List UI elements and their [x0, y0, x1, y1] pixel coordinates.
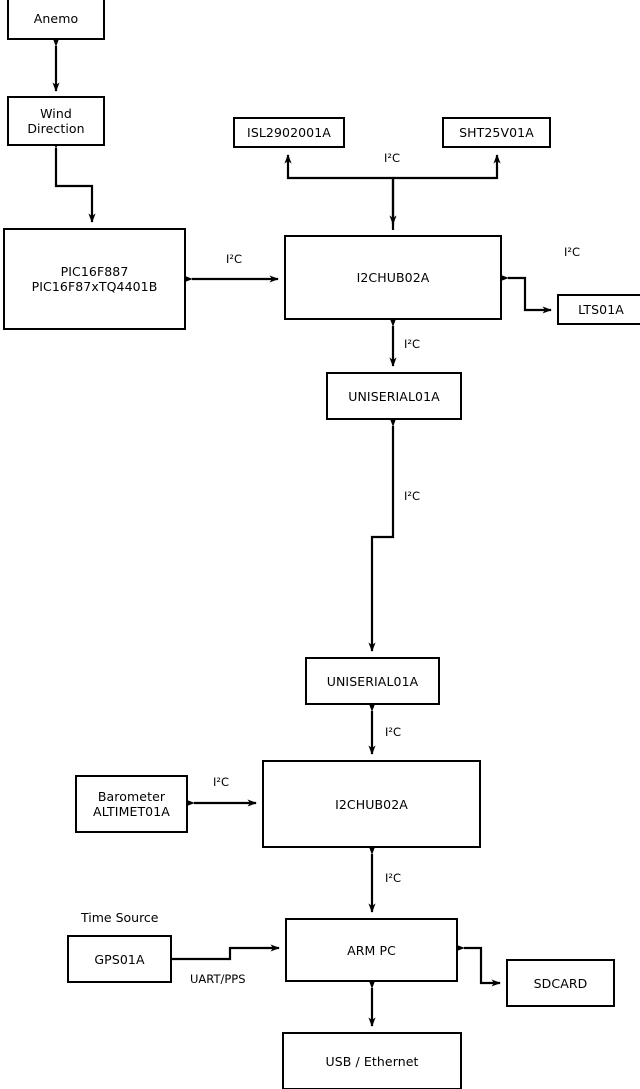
- wire-winddirection-pic: [52, 139, 96, 223]
- edge-label-hub-to-sensors: I²C: [384, 151, 401, 165]
- wire-uniserial-link: [368, 417, 397, 652]
- node-i2chub02a-bottom[interactable]: I2CHUB02A: [262, 760, 481, 848]
- node-lts01a-label: LTS01A: [578, 302, 624, 317]
- node-arm-pc[interactable]: ARM PC: [285, 918, 458, 982]
- edge-label-uniserial-link: I²C: [404, 489, 421, 503]
- node-uniserial01a-top[interactable]: UNISERIAL01A: [326, 372, 462, 420]
- node-sht25v01a[interactable]: SHT25V01A: [442, 117, 551, 148]
- node-usb-ethernet-label: USB / Ethernet: [325, 1053, 419, 1069]
- node-pic16f887[interactable]: PIC16F887 PIC16F87xTQ4401B: [3, 228, 186, 330]
- node-isl2902001a-label: ISL2902001A: [247, 125, 331, 140]
- edge-label-pic-to-hub: I²C: [226, 252, 243, 266]
- edge-label-hub-bottom-to-arm: I²C: [385, 871, 402, 885]
- node-usb-ethernet[interactable]: USB / Ethernet: [282, 1032, 462, 1089]
- node-barometer-altimet01a-label: Barometer ALTIMET01A: [93, 789, 170, 819]
- wire-gps-armpc: [172, 944, 280, 961]
- wire-hubtop-lts: [499, 274, 552, 314]
- node-uniserial01a-bottom[interactable]: UNISERIAL01A: [305, 657, 440, 705]
- node-i2chub02a-top[interactable]: I2CHUB02A: [284, 235, 502, 320]
- label-time-source: Time Source: [81, 910, 159, 925]
- node-pic16f887-label: PIC16F887 PIC16F87xTQ4401B: [31, 264, 158, 294]
- node-barometer-altimet01a[interactable]: Barometer ALTIMET01A: [75, 775, 188, 833]
- node-sdcard-label: SDCARD: [533, 975, 588, 991]
- node-gps01a[interactable]: GPS01A: [67, 935, 172, 983]
- node-isl2902001a[interactable]: ISL2902001A: [233, 117, 345, 148]
- node-i2chub02a-top-label: I2CHUB02A: [356, 270, 430, 285]
- wire-armpc-sdcard: [455, 944, 501, 987]
- edge-label-barometer-to-hub: I²C: [213, 775, 230, 789]
- node-arm-pc-label: ARM PC: [347, 942, 396, 958]
- node-anemo[interactable]: Anemo: [7, 0, 105, 40]
- node-sht25v01a-label: SHT25V01A: [459, 125, 534, 140]
- node-i2chub02a-bottom-label: I2CHUB02A: [335, 796, 408, 812]
- node-sdcard[interactable]: SDCARD: [506, 959, 615, 1007]
- node-lts01a[interactable]: LTS01A: [557, 294, 640, 325]
- node-wind-direction[interactable]: Wind Direction: [7, 96, 105, 146]
- node-anemo-label: Anemo: [33, 10, 79, 26]
- node-uniserial01a-bottom-label: UNISERIAL01A: [326, 673, 419, 689]
- edge-label-hub-to-lts: I²C: [564, 245, 581, 259]
- node-uniserial01a-top-label: UNISERIAL01A: [348, 388, 440, 404]
- wire-hubtop-sensors: [284, 154, 501, 230]
- node-wind-direction-label: Wind Direction: [27, 106, 85, 136]
- edge-label-gps-to-arm: UART/PPS: [190, 972, 246, 986]
- edge-label-uniserial-to-hub-bottom: I²C: [385, 725, 402, 739]
- edge-label-hub-to-uniserial: I²C: [404, 337, 421, 351]
- node-gps01a-label: GPS01A: [94, 951, 145, 967]
